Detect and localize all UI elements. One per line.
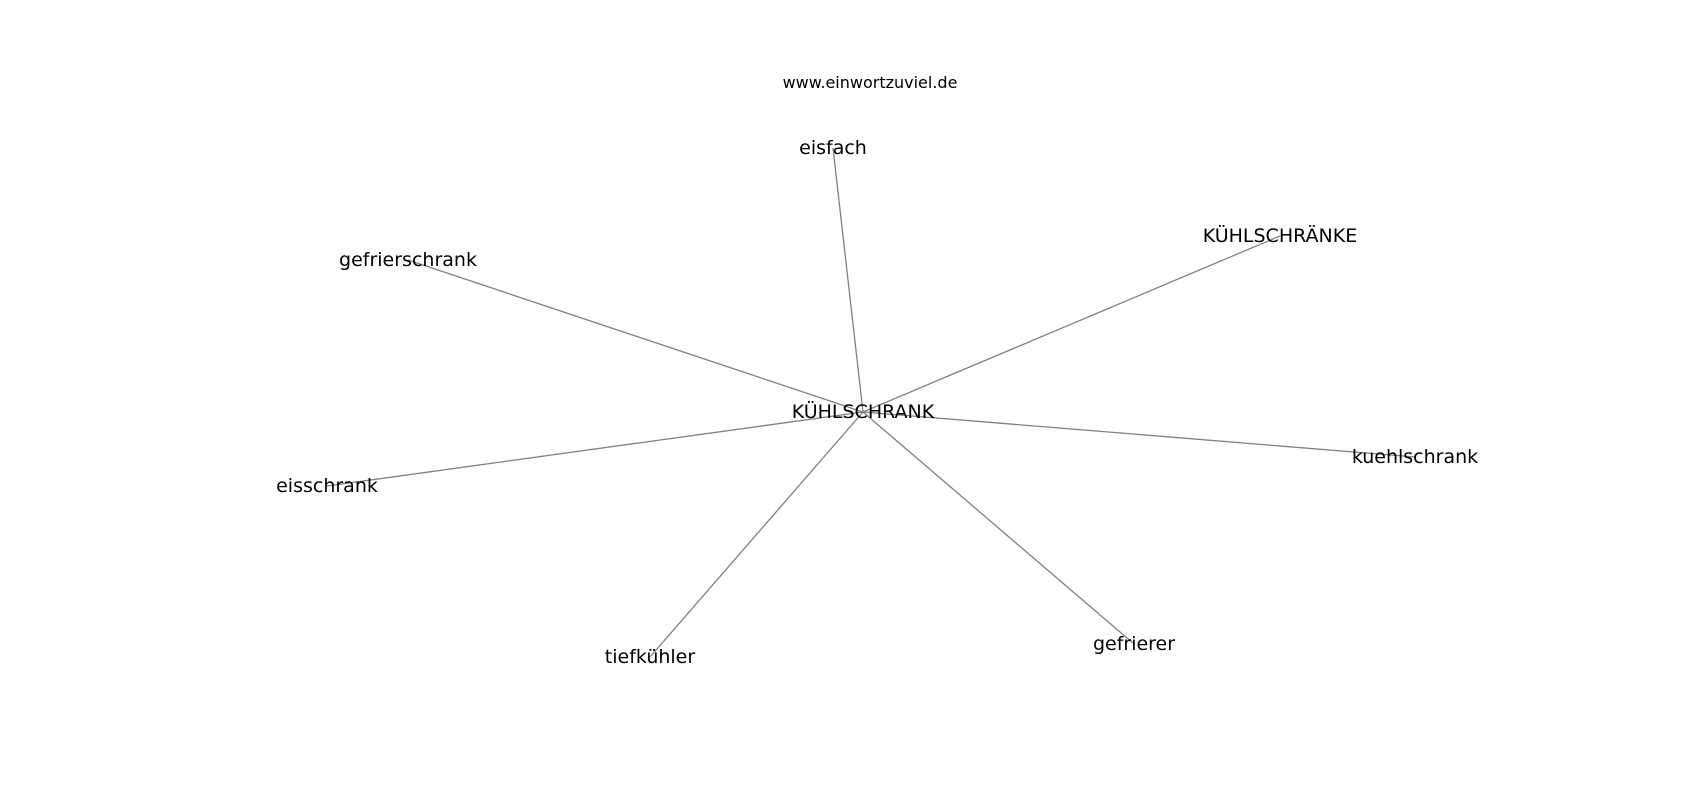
node-label-gefrierer: gefrierer: [1093, 633, 1175, 655]
edges: [326, 147, 1416, 658]
node-label-tiefkuehler: tiefkühler: [605, 646, 696, 668]
node-label-gefrierschrank: gefrierschrank: [339, 249, 477, 271]
edge-eisschrank: [326, 411, 864, 487]
node-label-kuehlschrank: kuehlschrank: [1352, 446, 1478, 468]
edge-gefrierer: [862, 411, 1135, 645]
center-node-label: KÜHLSCHRANK: [792, 400, 935, 423]
edge-gefrierschrank: [407, 259, 864, 413]
site-url: www.einwortzuviel.de: [783, 73, 958, 92]
edge-tiefkuehler: [649, 411, 864, 658]
node-label-eisschrank: eisschrank: [276, 475, 378, 497]
edge-eisfach: [832, 147, 864, 413]
node-label-kuehlschraenke-upper: KÜHLSCHRÄNKE: [1203, 224, 1357, 247]
edge-kuehlschraenke-upper: [862, 235, 1281, 413]
node-label-eisfach: eisfach: [799, 137, 867, 159]
edge-kuehlschrank: [862, 411, 1416, 458]
